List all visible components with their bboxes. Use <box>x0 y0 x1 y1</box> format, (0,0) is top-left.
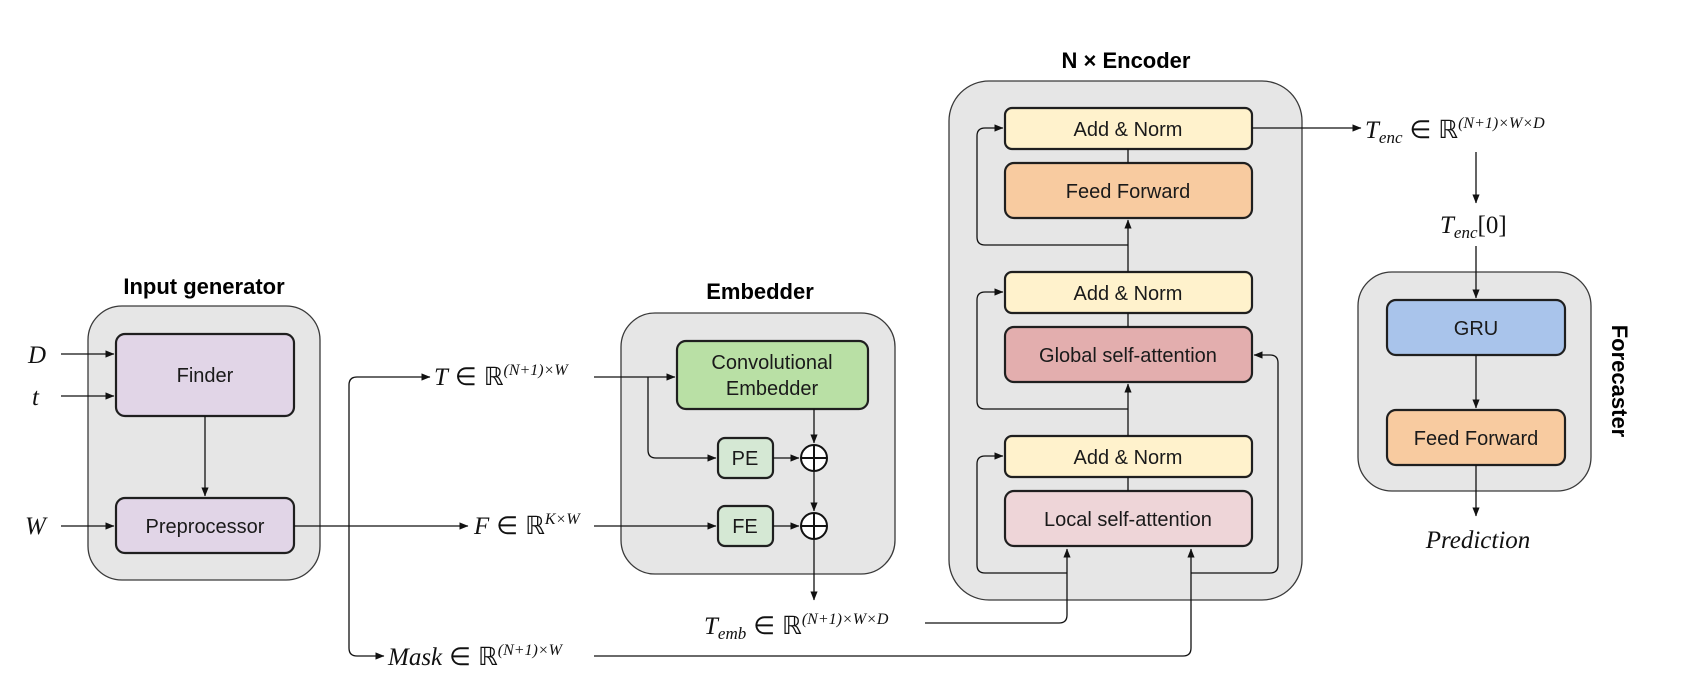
tenc-label-in: ∈ <box>1410 117 1432 144</box>
temb-label-in: ∈ <box>753 613 775 640</box>
tenc-label-exp: (N+1)×W×D <box>1458 115 1545 132</box>
connectors <box>61 124 1480 660</box>
t-label-real: ℝ <box>484 364 504 391</box>
t-label-exp: (N+1)×W <box>504 362 570 379</box>
temb-label-real: ℝ <box>782 613 802 640</box>
tenc-label-var: T <box>1365 117 1381 144</box>
mask-to-global-attention-arrow <box>1191 351 1279 574</box>
temb-label: Temb ∈ ℝ(N+1)×W×D <box>704 611 889 643</box>
encoder-feed-forward-label: Feed Forward <box>1066 181 1191 203</box>
preprocessor-to-t-arrow <box>348 373 431 526</box>
prediction-label: Prediction <box>1425 527 1531 554</box>
mask-label: Mask∈ ℝ(N+1)×W <box>387 642 564 671</box>
residual-ff-arrow <box>976 124 1128 246</box>
f-label-exp: K×W <box>544 511 581 528</box>
temb-label-exp: (N+1)×W×D <box>802 611 889 628</box>
input-w-label: W <box>25 513 48 540</box>
input-t-label: t <box>32 384 40 411</box>
convolutional-embedder-block <box>675 339 870 411</box>
tenc0-label-sub: enc <box>1454 223 1478 242</box>
add-norm-bottom-label: Add & Norm <box>1074 447 1183 469</box>
add-norm-mid-label: Add & Norm <box>1074 283 1183 305</box>
pe-adder-icon <box>800 444 828 472</box>
preprocessor-to-mask-arrow <box>348 526 385 660</box>
temb-to-local-attention-arrow <box>925 548 1071 624</box>
residual-local-arrow <box>976 452 1067 574</box>
input-d-label: D <box>27 342 46 369</box>
pe-label: PE <box>732 448 759 470</box>
tenc0-label-idx: [0] <box>1478 212 1507 239</box>
t-label-in: ∈ <box>455 364 477 391</box>
tenc0-label-var: T <box>1440 212 1456 239</box>
f-label-var: F <box>473 513 490 540</box>
mask-label-real: ℝ <box>478 644 498 671</box>
temb-label-var: T <box>704 613 720 640</box>
t-to-pe-arrow <box>647 377 717 462</box>
mask-label-in: ∈ <box>449 644 471 671</box>
t-label: T∈ ℝ(N+1)×W <box>434 362 569 391</box>
fe-label: FE <box>732 516 758 538</box>
local-self-attention-label: Local self-attention <box>1044 509 1212 531</box>
finder-label: Finder <box>177 365 234 387</box>
mask-label-var: Mask <box>387 644 443 671</box>
forecaster-title: Forecaster <box>1607 325 1632 438</box>
gru-label: GRU <box>1454 318 1498 340</box>
f-label-in: ∈ <box>496 513 518 540</box>
encoder-title: N × Encoder <box>1062 48 1191 73</box>
add-norm-top-label: Add & Norm <box>1074 119 1183 141</box>
preprocessor-label: Preprocessor <box>146 516 265 538</box>
mask-to-local-attention-arrow <box>594 548 1195 657</box>
fe-adder-icon <box>800 512 828 540</box>
f-label-real: ℝ <box>525 513 545 540</box>
input-generator-title: Input generator <box>123 274 285 299</box>
residual-global-arrow <box>976 288 1128 410</box>
convolutional-embedder-label-1: Convolutional <box>711 352 832 374</box>
tenc0-label: Tenc[0] <box>1440 212 1507 242</box>
global-self-attention-label: Global self-attention <box>1039 345 1217 367</box>
convolutional-embedder-label-2: Embedder <box>726 378 819 400</box>
forecaster-feed-forward-label: Feed Forward <box>1414 428 1539 450</box>
temb-label-sub: emb <box>718 624 746 643</box>
tenc-label: Tenc ∈ℝ(N+1)×W×D <box>1365 115 1545 147</box>
f-label: F∈ ℝK×W <box>473 511 581 540</box>
mask-label-exp: (N+1)×W <box>498 642 564 659</box>
t-label-var: T <box>434 364 450 391</box>
tenc-label-real: ℝ <box>1438 117 1458 144</box>
tenc-label-sub: enc <box>1379 128 1403 147</box>
embedder-title: Embedder <box>706 279 814 304</box>
